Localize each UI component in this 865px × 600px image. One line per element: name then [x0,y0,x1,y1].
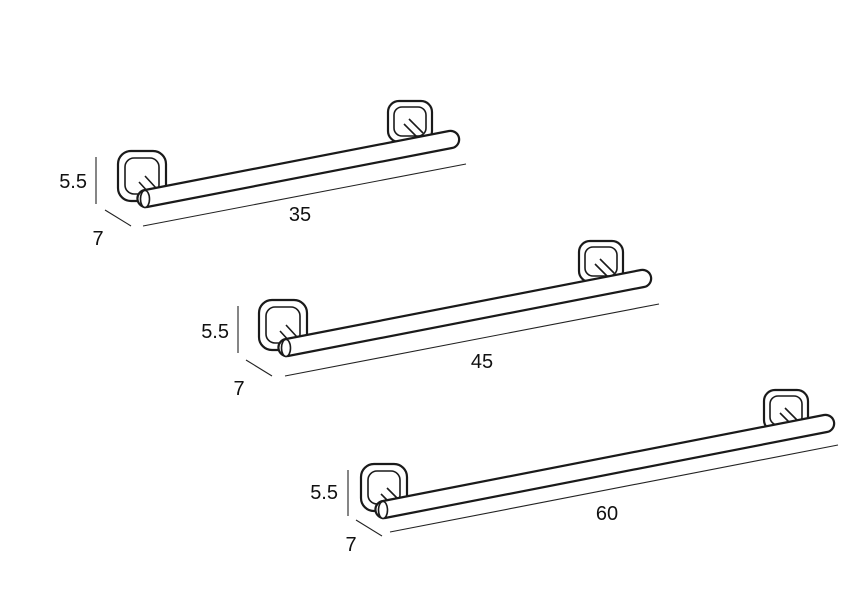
towel-rod [136,129,461,209]
depth-label: 7 [345,534,356,556]
height-label: 5.5 [201,321,229,343]
right-wall-bracket [577,239,625,284]
length-dimension-line [389,444,839,533]
towel-bar-60: 60 5.5 7 [310,388,839,556]
height-label: 5.5 [310,482,338,504]
length-dimension-line [142,163,467,227]
length-label: 35 [289,204,311,226]
towel-bar-45: 45 5.5 7 [201,239,660,400]
depth-dimension-line [104,209,132,227]
depth-label: 7 [92,228,103,250]
depth-dimension-line [245,359,273,377]
length-label: 45 [471,351,493,373]
towel-rod [374,413,836,520]
length-label: 60 [596,503,618,525]
towel-rod [277,268,653,358]
right-wall-bracket [386,99,434,144]
towel-bar-35: 35 5.5 7 [59,99,467,250]
depth-label: 7 [233,378,244,400]
length-dimension-line [284,303,660,377]
height-label: 5.5 [59,171,87,193]
depth-dimension-line [355,519,383,537]
